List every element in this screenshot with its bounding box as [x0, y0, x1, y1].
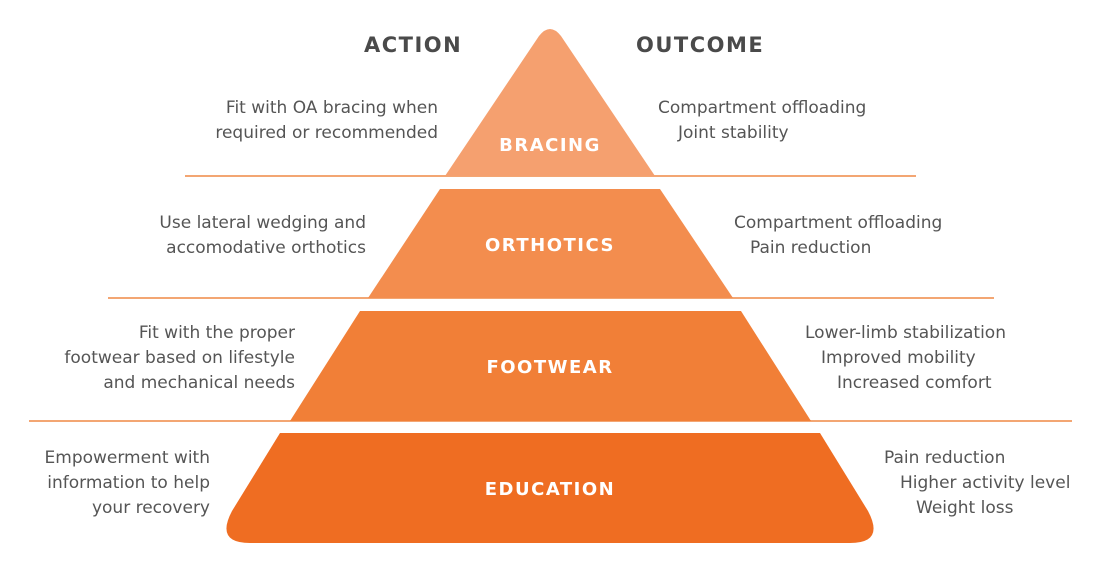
outcome-text-orthotics: Compartment offloading Pain reduction: [734, 211, 942, 261]
action-line: Fit with OA bracing when: [225, 98, 438, 118]
outcome-text-bracing: Compartment offloading Joint stability: [658, 96, 866, 146]
outcome-line: Higher activity level: [900, 473, 1071, 493]
action-line: Use lateral wedging and: [159, 213, 366, 233]
tier-footwear-shape: [290, 311, 811, 421]
action-text-bracing: Fit with OA bracing when required or rec…: [215, 96, 438, 146]
tier-label-footwear: FOOTWEAR: [486, 357, 614, 378]
action-text-education: Empowerment with information to help you…: [45, 446, 210, 521]
tier-orthotics-shape: [368, 189, 733, 298]
outcome-text-education: Pain reduction Higher activity level Wei…: [884, 446, 1070, 521]
action-line: and mechanical needs: [103, 373, 295, 393]
action-line: accomodative orthotics: [166, 238, 366, 258]
action-line: required or recommended: [215, 123, 438, 143]
outcome-line: Weight loss: [916, 498, 1014, 518]
outcome-line: Compartment offloading: [734, 213, 943, 233]
action-line: footwear based on lifestyle: [64, 348, 295, 368]
outcome-line: Improved mobility: [821, 348, 976, 368]
outcome-header: OUTCOME: [636, 33, 765, 57]
tier-bracing-shape: [445, 29, 655, 176]
action-text-footwear: Fit with the proper footwear based on li…: [64, 321, 295, 396]
outcome-line: Pain reduction: [750, 238, 872, 258]
action-header: ACTION: [364, 33, 463, 57]
outcome-line: Pain reduction: [884, 448, 1006, 468]
action-line: your recovery: [91, 498, 210, 518]
tier-education-shape: [226, 433, 874, 543]
outcome-line: Increased comfort: [837, 373, 992, 393]
tier-label-bracing: BRACING: [499, 135, 601, 156]
action-text-orthotics: Use lateral wedging and accomodative ort…: [159, 211, 366, 261]
action-line: Fit with the proper: [138, 323, 295, 343]
outcome-line: Joint stability: [678, 123, 789, 143]
outcome-line: Compartment offloading: [658, 98, 867, 118]
outcome-text-footwear: Lower-limb stabilization Improved mobili…: [805, 321, 1006, 396]
tier-label-orthotics: ORTHOTICS: [485, 235, 615, 256]
outcome-line: Lower-limb stabilization: [805, 323, 1006, 343]
tier-label-education: EDUCATION: [484, 479, 616, 500]
action-line: information to help: [47, 473, 210, 493]
action-line: Empowerment with: [44, 448, 210, 468]
